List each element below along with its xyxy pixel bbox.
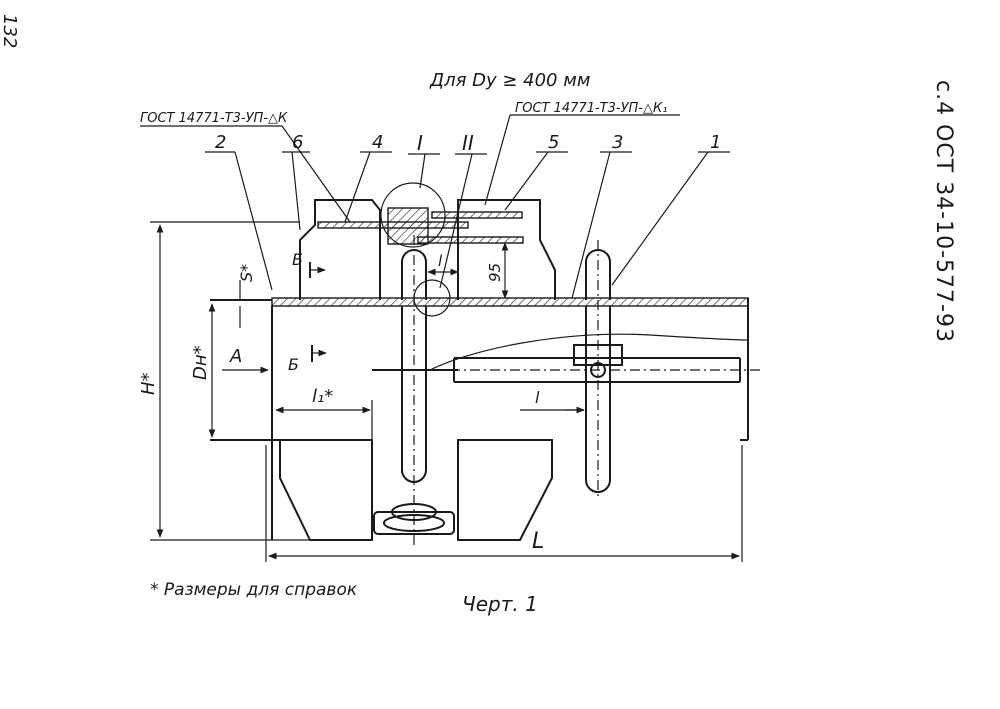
left-rod [372, 235, 458, 545]
view-II-label: II [462, 131, 474, 155]
dim-L-label: L [532, 529, 544, 554]
figure-caption: Черт. 1 [462, 592, 538, 616]
dim-l-upper: l [427, 252, 459, 276]
dim-l1: l₁* [275, 386, 373, 440]
dim-l-upper-label: l [438, 252, 443, 270]
weld-label-right: ГОСТ 14771-Т3-УП-△К₁ [515, 101, 667, 116]
dim-s-label: S* [237, 264, 256, 282]
flow-arrow-a: А [222, 346, 269, 374]
position-6: 6 [292, 132, 303, 153]
upper-plates [317, 182, 524, 317]
dim-s: S* [237, 264, 256, 328]
view-I-label: I [417, 131, 423, 155]
lower-supports [279, 439, 553, 541]
section-b-bottom: Б [288, 355, 299, 374]
position-2: 2 [215, 132, 226, 153]
weld-leader-left [281, 125, 351, 223]
section-b-markers: Б Б [288, 250, 327, 374]
dim-L: L [265, 445, 743, 562]
dim-l-lower-label: l [535, 388, 540, 407]
weld-label-left: ГОСТ 14771-Т3-УП-△К [140, 111, 288, 126]
position-1: 1 [710, 132, 721, 153]
dim-h-label: H* [138, 372, 159, 395]
position-4: 4 [372, 132, 383, 153]
pipe-body [210, 297, 749, 540]
dim-h: H* [138, 221, 310, 541]
weld-leader-right [484, 114, 511, 206]
dim-95-label: 95 [486, 263, 504, 282]
bottom-pulley [373, 503, 455, 535]
position-5: 5 [548, 132, 559, 153]
dim-95: 95 [486, 242, 509, 299]
detail-I-circle [380, 182, 446, 248]
position-3: 3 [612, 132, 623, 153]
footnote: * Размеры для справок [150, 580, 358, 600]
section-b-top: Б [292, 250, 303, 269]
dim-l-lower: l [520, 388, 585, 414]
right-rod [430, 240, 760, 498]
dim-l1-label: l₁* [312, 386, 333, 407]
dim-dn-label: Dн* [190, 345, 211, 380]
dim-dn: Dн* [190, 303, 216, 438]
section-a-label: А [229, 346, 242, 367]
drawing-title: Для Dy ≥ 400 мм [429, 70, 590, 91]
